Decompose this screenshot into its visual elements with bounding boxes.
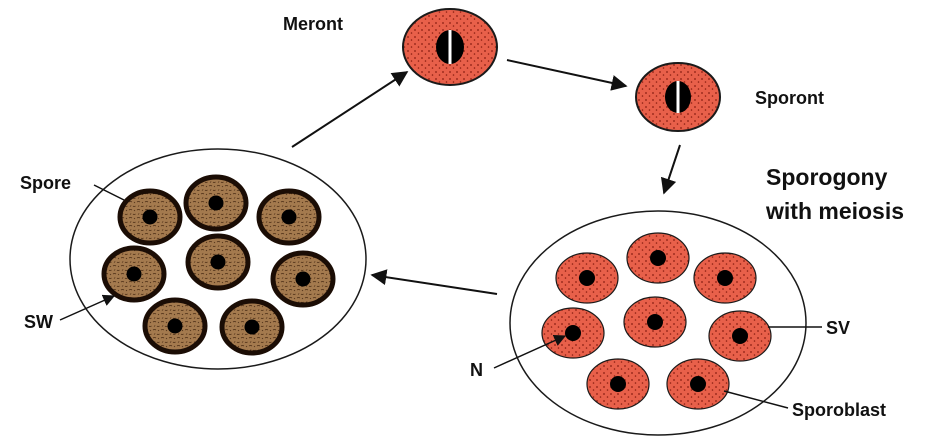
- sporoblast: [667, 359, 729, 409]
- spore-label: Spore: [20, 173, 71, 193]
- arrow-meront-to-sporont: [507, 60, 626, 86]
- spore: [188, 236, 248, 288]
- sporont-cell: [636, 63, 720, 131]
- spore: [145, 300, 205, 352]
- sporoblast-label: Sporoblast: [792, 400, 886, 420]
- meront-cell: [403, 9, 497, 85]
- spore: [186, 177, 246, 229]
- sporont-nucleus: [665, 81, 691, 113]
- meront-nucleus: [436, 30, 464, 64]
- sporogony-label-line1: Sporogony: [766, 164, 888, 190]
- arrow-spore-to-meront: [292, 72, 407, 147]
- meront-label: Meront: [283, 14, 343, 34]
- sporont-label: Sporont: [755, 88, 824, 108]
- n-label: N: [470, 360, 483, 380]
- arrow-sporogony-to-spore: [372, 275, 497, 294]
- spore-vesicle: [70, 149, 366, 369]
- sporoblast: [624, 297, 686, 347]
- sporoblast: [694, 253, 756, 303]
- sporoblast: [542, 308, 604, 358]
- sporoblast: [627, 233, 689, 283]
- sw-label: SW: [24, 312, 53, 332]
- spore: [104, 248, 164, 300]
- spore: [259, 191, 319, 243]
- sporoblast: [556, 253, 618, 303]
- sporoblast: [709, 311, 771, 361]
- spore: [222, 301, 282, 353]
- arrow-sporont-to-sporogony: [664, 145, 680, 193]
- spore: [120, 191, 180, 243]
- sv-label: SV: [826, 318, 850, 338]
- sporogony-label-line2: with meiosis: [765, 198, 904, 224]
- sporoblast: [587, 359, 649, 409]
- spore: [273, 253, 333, 305]
